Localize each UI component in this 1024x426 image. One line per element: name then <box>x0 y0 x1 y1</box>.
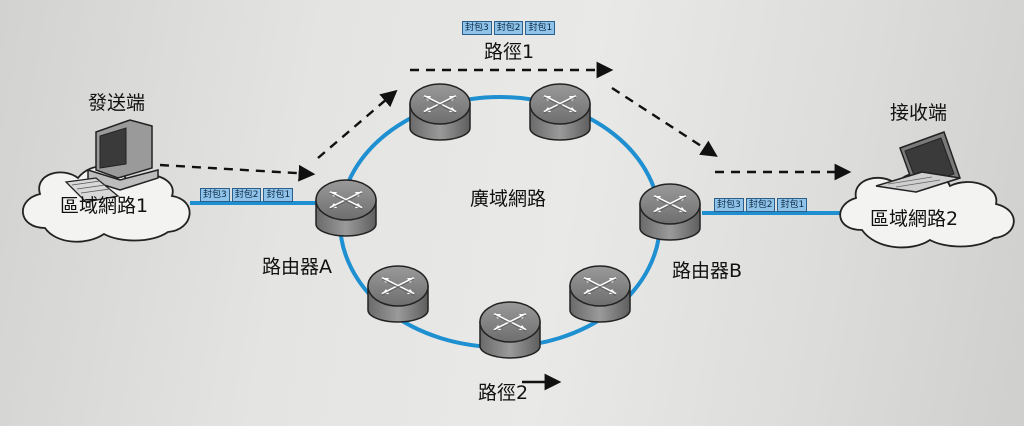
packet-3: 封包3 <box>462 21 492 35</box>
sender-label: 發送端 <box>88 92 146 114</box>
lan1-label: 區域網路1 <box>60 195 149 217</box>
router-bottom-left-icon <box>366 264 430 324</box>
router-bottom-middle-icon <box>478 300 542 360</box>
packet-2: 封包2 <box>745 198 776 212</box>
lan2-cloud <box>839 171 1015 249</box>
laptop-computer-icon <box>875 131 961 193</box>
router-b-label: 路由器B <box>672 260 743 282</box>
packet-2: 封包2 <box>231 188 262 202</box>
path1-label: 路徑1 <box>484 41 535 63</box>
packet-1: 封包1 <box>777 198 808 212</box>
packet-1: 封包1 <box>525 21 556 35</box>
path1-arrows <box>159 61 852 182</box>
router-bottom-right-icon <box>568 264 632 324</box>
router-a-label: 路由器A <box>262 256 332 278</box>
router-top-right-icon <box>528 82 592 142</box>
lan1-cloud <box>22 165 191 243</box>
packet-3: 封包3 <box>714 198 744 212</box>
receiver-label: 接收端 <box>890 102 948 124</box>
packet-2: 封包2 <box>493 21 524 35</box>
packet-3: 封包3 <box>200 188 230 202</box>
lan2-label: 區域網路2 <box>870 208 959 230</box>
packets-top: 封包3 封包2 封包1 <box>462 21 556 35</box>
packets-lan2: 封包3 封包2 封包1 <box>714 198 808 212</box>
router-top-left-icon <box>408 82 472 142</box>
wan-label: 廣域網路 <box>470 188 547 210</box>
router-b-icon <box>638 182 702 242</box>
router-a-icon <box>314 178 378 238</box>
desktop-computer-icon <box>64 119 159 203</box>
packets-lan1: 封包3 封包2 封包1 <box>200 188 294 202</box>
path2-label: 路徑2 <box>478 382 529 404</box>
packet-1: 封包1 <box>263 188 294 202</box>
